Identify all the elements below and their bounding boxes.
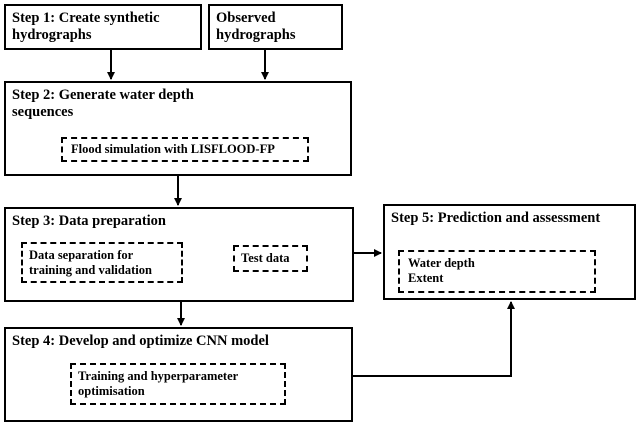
water-depth-extent-box: Water depth Extent xyxy=(398,250,596,293)
flood-simulation-box: Flood simulation with LISFLOOD-FP xyxy=(61,137,309,162)
training-optimisation-box: Training and hyperparameter optimisation xyxy=(70,363,286,405)
step5-box: Step 5: Prediction and assessment Water … xyxy=(383,204,636,300)
step2-title: Step 2: Generate water depth sequences xyxy=(12,87,194,120)
step1-box: Step 1: Create synthetic hydrographs xyxy=(4,4,202,50)
step4-box: Step 4: Develop and optimize CNN model T… xyxy=(4,327,353,422)
step5-title: Step 5: Prediction and assessment xyxy=(391,210,601,226)
step4-title: Step 4: Develop and optimize CNN model xyxy=(12,333,269,349)
step3-title: Step 3: Data preparation xyxy=(12,213,166,229)
step2-box: Step 2: Generate water depth sequences F… xyxy=(4,81,352,176)
observed-hydrographs-box: Observed hydrographs xyxy=(208,4,343,50)
test-data-box: Test data xyxy=(233,245,308,272)
step3-box: Step 3: Data preparation Data separation… xyxy=(4,207,354,302)
observed-hydrographs-title: Observed hydrographs xyxy=(216,10,296,43)
step1-title: Step 1: Create synthetic hydrographs xyxy=(12,10,160,43)
arrow-step4-to-step5 xyxy=(353,301,515,377)
data-separation-box: Data separation for training and validat… xyxy=(21,242,183,283)
